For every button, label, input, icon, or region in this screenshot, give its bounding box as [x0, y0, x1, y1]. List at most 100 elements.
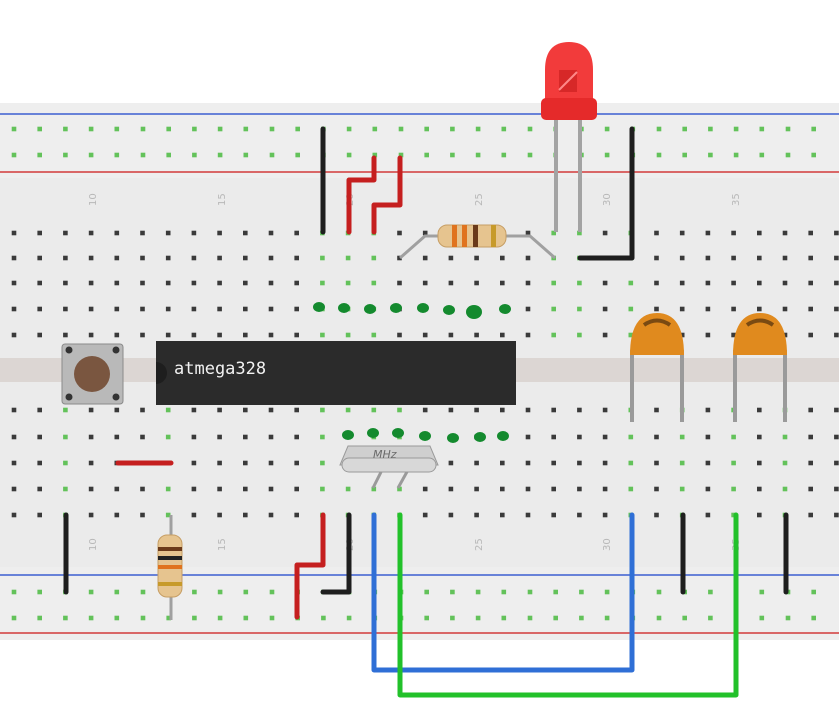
- hole: [808, 255, 813, 261]
- hole: [345, 486, 351, 492]
- hole: [679, 460, 685, 466]
- col-number-10-bottom: 10: [88, 538, 99, 551]
- hole: [782, 255, 788, 261]
- hole: [345, 332, 351, 338]
- rail-hole: [708, 126, 713, 132]
- hole: [705, 230, 711, 236]
- hole: [731, 255, 736, 261]
- rail-hole: [192, 126, 197, 132]
- hole: [525, 434, 531, 440]
- hole: [525, 486, 531, 492]
- hole: [422, 407, 428, 413]
- solder-dots-bottom: [342, 428, 509, 443]
- rail-hole: [192, 615, 197, 621]
- rail-hole: [424, 589, 429, 595]
- rail-hole: [501, 589, 507, 595]
- hole: [782, 280, 788, 286]
- hole: [268, 434, 274, 440]
- hole: [808, 230, 813, 236]
- hole: [294, 407, 299, 413]
- hole: [397, 280, 402, 286]
- rail-hole: [553, 589, 558, 595]
- hole: [679, 255, 685, 261]
- hole: [525, 512, 531, 518]
- wire-red-top-2: [371, 155, 403, 235]
- resistor-top: [399, 224, 556, 260]
- hole: [165, 280, 171, 286]
- hole: [474, 486, 479, 492]
- hole: [371, 280, 377, 286]
- hole: [320, 407, 325, 413]
- rail-hole: [346, 152, 352, 158]
- hole: [63, 306, 68, 312]
- hole: [191, 306, 197, 312]
- hole: [243, 306, 248, 312]
- hole: [37, 306, 42, 312]
- hole: [63, 280, 68, 286]
- hole: [37, 486, 42, 492]
- rail-hole: [811, 589, 816, 595]
- hole: [474, 255, 479, 261]
- hole: [602, 460, 608, 466]
- hole: [88, 434, 94, 440]
- hole: [63, 332, 68, 338]
- rail-hole: [166, 615, 171, 621]
- rail-hole: [398, 126, 404, 132]
- hole: [11, 407, 17, 413]
- hole: [191, 512, 197, 518]
- hole: [731, 230, 736, 236]
- rail-hole: [708, 152, 713, 158]
- hole: [11, 230, 17, 236]
- hole: [191, 255, 197, 261]
- rail-hole: [424, 615, 429, 621]
- hole: [628, 306, 634, 312]
- hole: [114, 280, 120, 286]
- hole: [37, 512, 42, 518]
- hole: [294, 306, 299, 312]
- hole: [114, 230, 120, 236]
- hole: [757, 407, 762, 413]
- hole: [243, 407, 248, 413]
- rail-hole: [88, 615, 94, 621]
- rail-hole: [217, 126, 223, 132]
- hole: [654, 486, 659, 492]
- hole: [37, 332, 42, 338]
- rail-hole: [733, 152, 739, 158]
- hole: [63, 434, 68, 440]
- rail-hole: [243, 589, 249, 595]
- hole: [114, 486, 120, 492]
- hole: [191, 434, 197, 440]
- hole: [243, 486, 248, 492]
- hole: [11, 332, 17, 338]
- hole: [500, 255, 505, 261]
- hole: [602, 280, 608, 286]
- hole: [782, 230, 788, 236]
- hole: [11, 486, 17, 492]
- hole: [834, 434, 839, 440]
- hole: [500, 332, 505, 338]
- hole: [705, 280, 711, 286]
- col-number-25-bottom: 25: [474, 538, 485, 551]
- hole: [268, 255, 274, 261]
- rail-hole: [217, 152, 223, 158]
- rail-hole: [424, 126, 429, 132]
- hole: [679, 434, 685, 440]
- hole: [294, 486, 299, 492]
- hole: [422, 332, 428, 338]
- hole: [654, 280, 659, 286]
- hole: [371, 486, 377, 492]
- hole: [345, 280, 351, 286]
- hole: [191, 407, 197, 413]
- rail-hole: [656, 615, 662, 621]
- hole: [63, 486, 68, 492]
- col-number-30-top: 30: [602, 193, 613, 206]
- hole: [191, 460, 197, 466]
- hole: [114, 512, 120, 518]
- rail-hole: [217, 589, 223, 595]
- bottom-wires: [63, 512, 789, 698]
- wire-green-long: [397, 512, 739, 698]
- hole: [474, 512, 479, 518]
- hole: [37, 230, 42, 236]
- rail-hole: [708, 615, 713, 621]
- rail-hole: [243, 152, 249, 158]
